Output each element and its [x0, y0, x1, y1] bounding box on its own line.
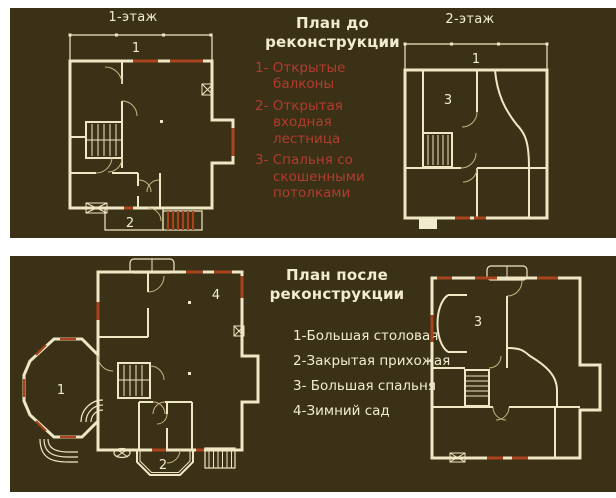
interior-walls [405, 69, 547, 218]
legend-item: 1- Открытые балконы [255, 60, 346, 93]
room-label-balcony: 1 [132, 41, 140, 56]
interior-walls [70, 61, 163, 208]
legend-item: 2- Открытая входная лестница [255, 97, 343, 147]
window-symbol [449, 452, 466, 463]
staircase [117, 362, 151, 399]
room-label-balcony: 1 [472, 52, 480, 67]
legend-item: 4-Зимний сад [293, 402, 390, 419]
window-symbol [233, 325, 245, 337]
outer-walls [68, 59, 235, 210]
room-label-hall: 2 [159, 458, 167, 473]
curved-wall [494, 69, 530, 169]
staircase [464, 369, 490, 407]
staircase [422, 132, 453, 168]
panel-before: 1-этаж План до реконструкции 2-этаж 1- О… [10, 8, 616, 238]
legend-item: 3- Спальня со скошенными потолками [255, 152, 365, 202]
curved-wall [506, 347, 558, 407]
entry-step [419, 218, 437, 229]
door-arcs [460, 111, 478, 183]
room-label-bedroom: 3 [474, 315, 482, 330]
window-symbol [85, 83, 214, 214]
title-after: План после реконструкции [269, 266, 405, 303]
entrance-porch [136, 450, 194, 476]
panel-after: План после реконструкции 1-Большая столо… [10, 256, 616, 492]
outdoor-stairs [204, 447, 236, 469]
bay-curve [436, 294, 467, 353]
legend-item: 1-Большая столовая [293, 328, 439, 344]
curved-steps [39, 399, 104, 463]
floor-plan-after-1: 1 4 2 [22, 258, 260, 476]
window-accents [430, 276, 558, 460]
floor-plan-before-1: 1 [68, 33, 235, 231]
outdoor-stairs [162, 210, 203, 231]
room-label-garden: 4 [212, 288, 220, 303]
interior-walls [432, 296, 580, 458]
floor-plan-after-2: 3 [430, 265, 602, 463]
legend-item: 3- Большая спальня [293, 377, 436, 394]
outer-walls [430, 276, 602, 460]
bay-room [22, 337, 100, 439]
balcony-outline [403, 42, 549, 70]
floor2-before-label: 2-этаж [445, 12, 495, 27]
door-arcs [97, 275, 181, 464]
window-accents [124, 59, 235, 210]
floor1-before-label: 1-этаж [108, 10, 158, 25]
room-label-dining: 1 [57, 383, 65, 398]
legend-item: 2-Закрытая прихожая [293, 352, 451, 369]
room-label-bedroom: 3 [444, 93, 452, 108]
legend-before: 1- Открытые балконы 2- Открытая входная … [255, 60, 367, 207]
staircase [85, 121, 123, 159]
outer-walls [96, 270, 260, 452]
door-arcs [95, 66, 162, 222]
vent-symbol [113, 447, 131, 459]
legend-after: 1-Большая столовая 2-Закрытая прихожая 3… [293, 326, 450, 425]
window-accents [96, 270, 244, 452]
interior-walls [98, 272, 193, 450]
door-arcs [488, 280, 523, 421]
floor-plan-before-2: 1 3 [403, 42, 549, 229]
title-before: План до реконструкции [265, 14, 400, 51]
room-label-porch: 2 [126, 216, 134, 231]
balcony-outline [68, 33, 213, 61]
